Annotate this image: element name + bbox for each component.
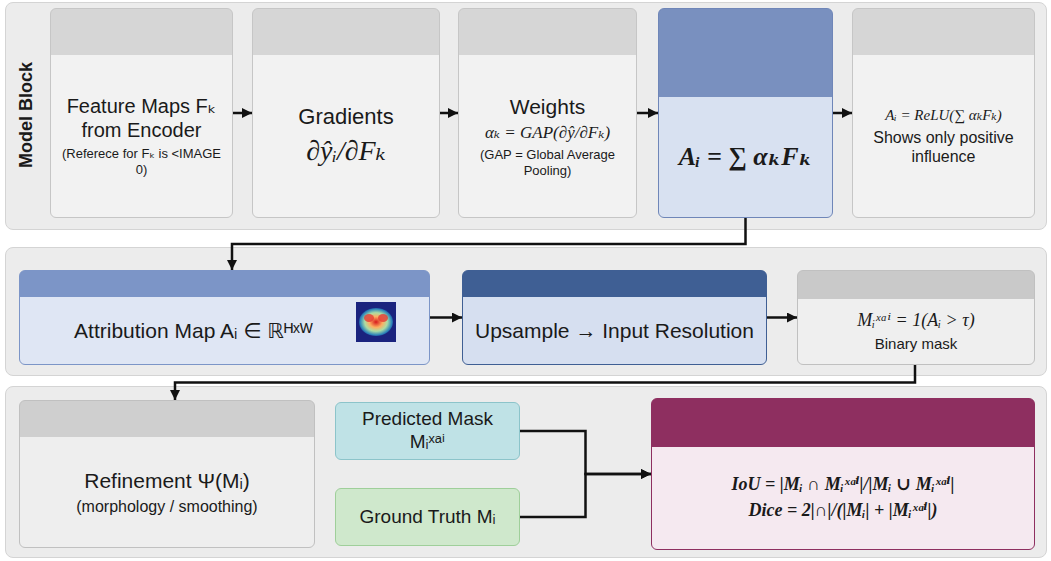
box-content: Upsample → Input Resolution bbox=[463, 297, 766, 364]
process-box: Gradients ∂ŷᵢ/∂Fₖ bbox=[252, 8, 440, 218]
box-content: IoU = |Mᵢ ∩ Mᵢˣᵃⁱ|/|Mᵢ ∪ Mᵢˣᵃⁱ| Dice = 2|… bbox=[652, 447, 1034, 549]
section-label: Model Block bbox=[16, 62, 37, 168]
flow-arrow bbox=[520, 431, 651, 474]
box-text: Shows only positive influence bbox=[861, 128, 1026, 166]
box-text: ∂ŷᵢ/∂Fₖ bbox=[306, 134, 386, 168]
flow-arrow bbox=[430, 316, 462, 319]
box-text: Gradients bbox=[298, 104, 393, 130]
process-box: IoU = |Mᵢ ∩ Mᵢˣᵃⁱ|/|Mᵢ ∪ Mᵢˣᵃⁱ| Dice = 2|… bbox=[651, 398, 1035, 550]
box-text: Aᵢ = ReLU(∑ αₖFₖ) bbox=[885, 106, 1002, 124]
box-text: Ground Truth Mᵢ bbox=[359, 506, 495, 529]
process-box: Mᵢˣᵃⁱ = 1(Aᵢ > τ) Binary mask bbox=[797, 270, 1035, 365]
box-content: Predicted Mask Mᵢˣᵃⁱ bbox=[336, 403, 519, 459]
box-text: Attribution Map Aᵢ ∈ ℝᴴˣᵂ bbox=[74, 318, 313, 343]
box-content: Mᵢˣᵃⁱ = 1(Aᵢ > τ) Binary mask bbox=[798, 299, 1034, 364]
process-box: Predicted Mask Mᵢˣᵃⁱ bbox=[335, 402, 520, 460]
process-box: Aᵢ = ∑ αₖFₖ bbox=[658, 8, 833, 218]
flow-arrow bbox=[440, 112, 458, 115]
heatmap-icon bbox=[356, 302, 396, 342]
process-box: Refinement Ψ(Mᵢ) (morphology / smoothing) bbox=[19, 400, 315, 548]
box-content: Aᵢ = ∑ αₖFₖ bbox=[659, 97, 832, 217]
process-box: Feature Maps Fₖ from Encoder (Referece fo… bbox=[50, 8, 233, 218]
process-box: Aᵢ = ReLU(∑ αₖFₖ) Shows only positive inf… bbox=[852, 8, 1035, 218]
box-content: Feature Maps Fₖ from Encoder (Referece fo… bbox=[51, 55, 232, 217]
box-content: Gradients ∂ŷᵢ/∂Fₖ bbox=[253, 55, 439, 217]
flow-arrow bbox=[520, 474, 651, 517]
box-text: Refinement Ψ(Mᵢ) bbox=[84, 468, 250, 493]
flow-arrow bbox=[175, 365, 915, 400]
process-box: Weights αₖ = GAP(∂ŷ/∂Fₖ) (GAP = Global Ave… bbox=[458, 8, 637, 218]
box-text: (Referece for Fₖ is <IMAGE 0) bbox=[59, 146, 224, 177]
flow-arrow bbox=[232, 218, 746, 270]
box-text: (GAP = Global Average Pooling) bbox=[467, 147, 628, 178]
flow-arrow bbox=[233, 112, 252, 115]
process-box: Ground Truth Mᵢ bbox=[335, 488, 520, 546]
box-text: Feature Maps Fₖ from Encoder bbox=[59, 94, 224, 142]
box-text: Upsample → Input Resolution bbox=[475, 318, 754, 343]
box-text: Predicted Mask Mᵢˣᵃⁱ bbox=[344, 408, 511, 454]
process-box: Upsample → Input Resolution bbox=[462, 270, 767, 365]
flow-arrow bbox=[767, 316, 797, 319]
box-text: Aᵢ = ∑ αₖFₖ bbox=[679, 141, 813, 172]
box-content: Refinement Ψ(Mᵢ) (morphology / smoothing) bbox=[20, 437, 314, 547]
box-content: Weights αₖ = GAP(∂ŷ/∂Fₖ) (GAP = Global Ave… bbox=[459, 55, 636, 217]
box-text: αₖ = GAP(∂ŷ/∂Fₖ) bbox=[485, 123, 610, 143]
flow-arrow bbox=[833, 112, 852, 115]
box-content: Aᵢ = ReLU(∑ αₖFₖ) Shows only positive inf… bbox=[853, 55, 1034, 217]
box-text: Mᵢˣᵃⁱ = 1(Aᵢ > τ) bbox=[857, 310, 974, 332]
box-content: Ground Truth Mᵢ bbox=[336, 489, 519, 545]
box-text: Binary mask bbox=[875, 335, 958, 353]
box-text: (morphology / smoothing) bbox=[76, 497, 257, 516]
box-text: Dice = 2|∩|/(|Mᵢ| + |Mᵢˣᵃⁱ|) bbox=[748, 500, 937, 522]
box-text: Weights bbox=[510, 94, 585, 119]
box-text: IoU = |Mᵢ ∩ Mᵢˣᵃⁱ|/|Mᵢ ∪ Mᵢˣᵃⁱ| bbox=[732, 474, 955, 496]
flow-arrow bbox=[637, 112, 658, 115]
